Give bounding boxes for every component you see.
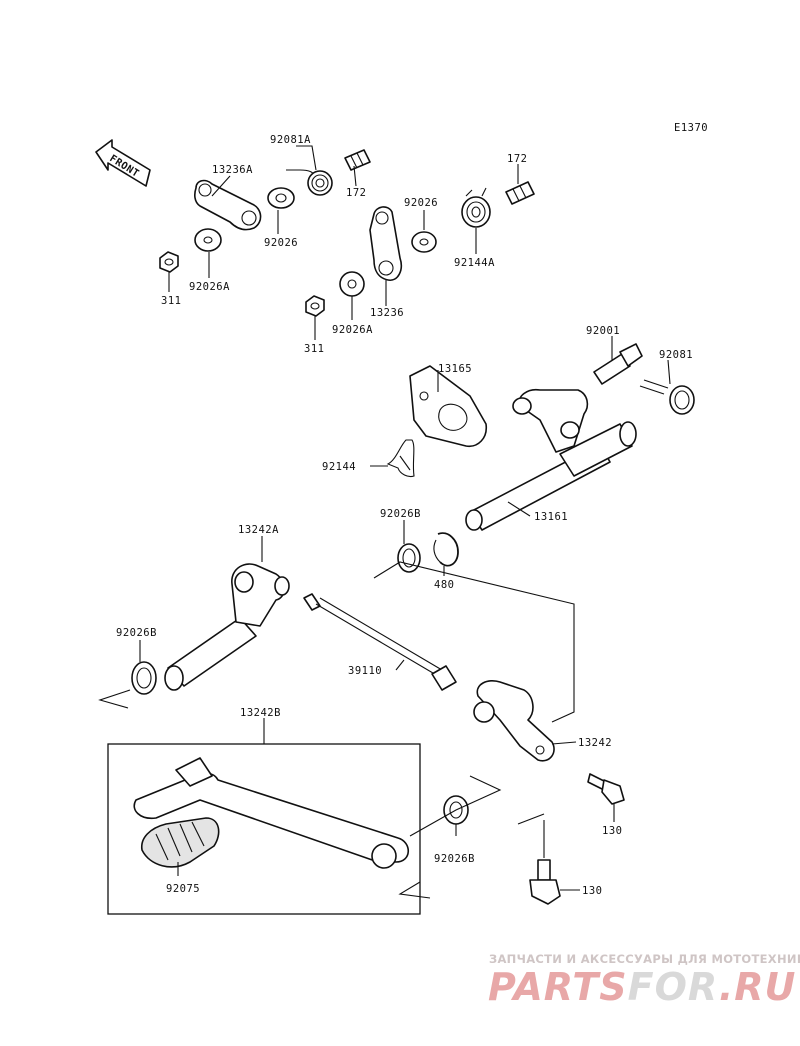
part-92081-spring [639, 379, 695, 415]
label-13242b: 13242B [240, 707, 281, 719]
part-92026b-washer-a [397, 543, 421, 573]
part-172-pin-b [505, 181, 535, 205]
part-13161-shaft [465, 388, 637, 531]
part-311-nut-a [159, 251, 179, 273]
label-92026b-b: 92026B [116, 627, 157, 639]
label-92026b-a: 92026B [380, 508, 421, 520]
label-92001: 92001 [586, 325, 620, 337]
label-130-b: 130 [582, 885, 602, 897]
label-13242: 13242 [578, 737, 612, 749]
watermark-logo-part3: .RU [719, 965, 797, 1009]
label-311-a: 311 [161, 295, 181, 307]
label-92081a: 92081A [270, 134, 311, 146]
part-130-bolt-a [587, 773, 625, 805]
part-92075-pedal-rubber [141, 817, 220, 868]
label-92144a: 92144A [454, 257, 495, 269]
watermark-logo-part2: FOR [628, 965, 719, 1009]
part-92026a-washer-b [339, 271, 365, 297]
part-13242b-pedal [133, 757, 410, 869]
part-480-circlip [433, 532, 459, 567]
label-172-a: 172 [346, 187, 366, 199]
part-92026-washer-a [267, 187, 295, 209]
label-92075: 92075 [166, 883, 200, 895]
part-311-nut-b [305, 295, 325, 317]
part-92026b-washer-b [131, 661, 157, 695]
label-92026a-b: 92026A [332, 324, 373, 336]
part-13236-arm [369, 206, 403, 281]
front-arrow-icon: FRONT [95, 139, 151, 187]
diagram-code: E1370 [674, 122, 708, 134]
part-labels: 92081A 13236A 172 92026 92026A 311 92026… [116, 134, 693, 897]
part-39110-rod [303, 593, 457, 691]
label-13161: 13161 [534, 511, 568, 523]
watermark-logo-part1: PARTS [488, 965, 628, 1009]
part-92081a-spring [286, 169, 333, 196]
label-92144: 92144 [322, 461, 356, 473]
part-13165-plate [409, 365, 488, 448]
label-13165: 13165 [438, 363, 472, 375]
watermark-logo-text: PARTSFOR.RU [488, 965, 796, 1009]
leader-lines [98, 145, 671, 899]
label-92026a-a: 92026A [189, 281, 230, 293]
part-92026-washer-b [411, 231, 437, 253]
label-13236: 13236 [370, 307, 404, 319]
label-13242a: 13242A [238, 524, 279, 536]
label-39110: 39110 [348, 665, 382, 677]
part-92026a-washer-a [194, 228, 222, 252]
watermark-logo: ЗАПЧАСТИ И АКСЕССУАРЫ ДЛЯ МОТОТЕХНИКИ PA… [488, 952, 800, 1009]
part-130-bolt-b [529, 859, 561, 905]
label-92081: 92081 [659, 349, 693, 361]
label-480: 480 [434, 579, 454, 591]
part-92144-spring [386, 439, 415, 478]
part-13236a-plate [194, 179, 262, 231]
label-92026b-c: 92026B [434, 853, 475, 865]
label-92026-a: 92026 [264, 237, 298, 249]
part-172-pin-a [344, 149, 371, 171]
part-92001-bolt [593, 343, 643, 385]
label-13236a: 13236A [212, 164, 253, 176]
part-13242a-lever [164, 563, 290, 691]
label-172-b: 172 [507, 153, 527, 165]
label-92026-b: 92026 [404, 197, 438, 209]
part-92144a-spring [461, 187, 491, 228]
label-311-b: 311 [304, 343, 324, 355]
label-130-a: 130 [602, 825, 622, 837]
part-13242-lever [473, 680, 555, 762]
watermark-caption: ЗАПЧАСТИ И АКСЕССУАРЫ ДЛЯ МОТОТЕХНИКИ [489, 952, 800, 966]
